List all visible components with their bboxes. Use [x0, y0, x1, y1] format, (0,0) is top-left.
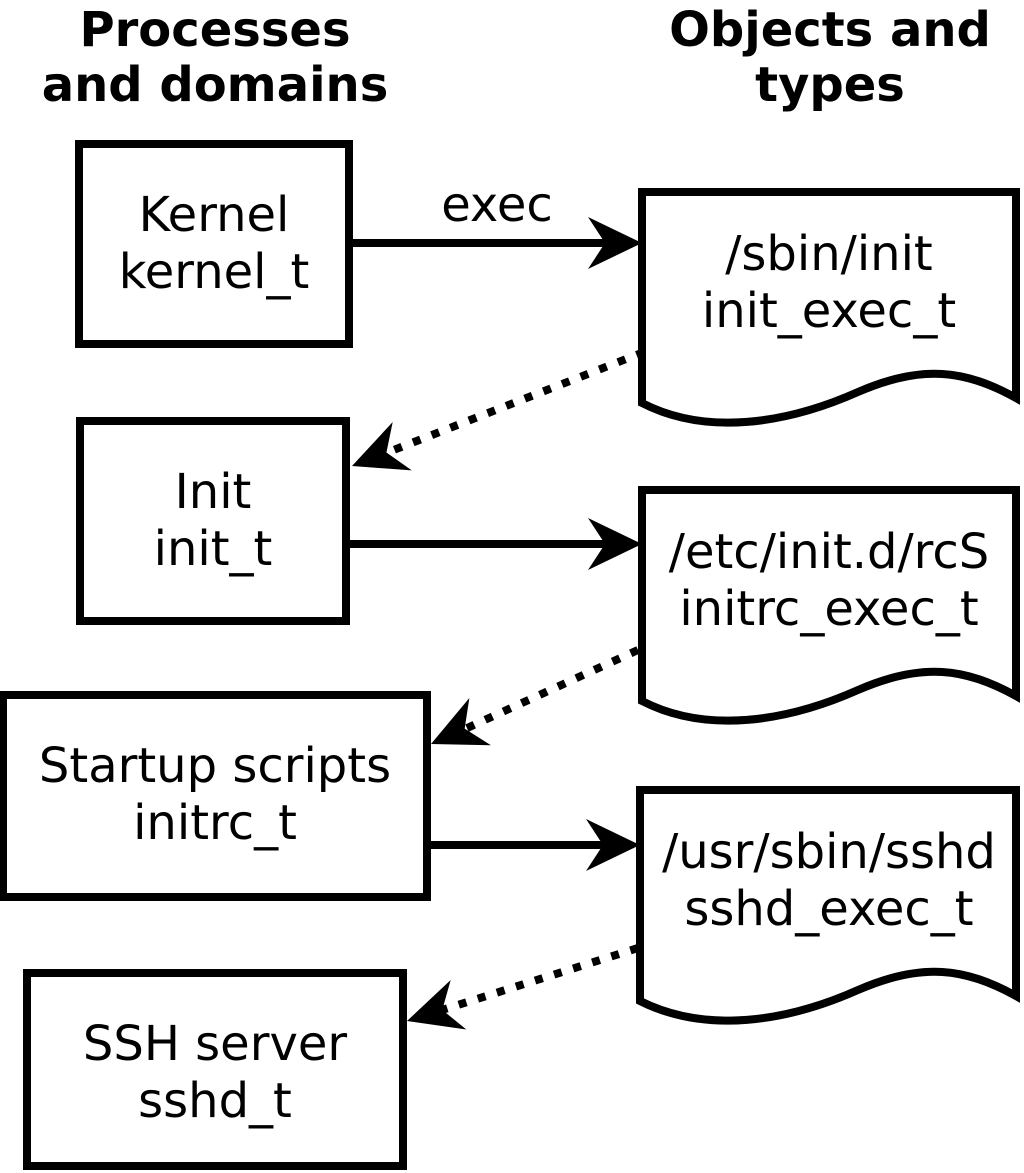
process-domain-label: sshd_t — [138, 1073, 292, 1129]
process-domain-label: init_t — [154, 521, 273, 577]
process-name-label: SSH server — [83, 1016, 348, 1072]
object-path-label: /sbin/init — [725, 226, 933, 282]
arrowhead-icon — [588, 518, 642, 570]
process-node-init: Init init_t — [76, 417, 350, 625]
exec-arrow-init-to-rcs — [346, 518, 642, 570]
process-box — [0, 691, 431, 901]
exec-arrow-kernel-to-sbin-init: exec — [348, 177, 642, 269]
process-name-label: Startup scripts — [39, 738, 391, 794]
transition-arrow-rcs-to-initrc — [431, 646, 640, 746]
process-name-label: Init — [175, 464, 252, 520]
object-node-usr-sbin-sshd: /usr/sbin/sshd sshd_exec_t — [636, 786, 1020, 1025]
process-name-label: Kernel — [139, 187, 290, 243]
arrowhead-icon — [586, 819, 640, 871]
column-header-objects: Objects and types — [669, 2, 991, 113]
document-shape — [638, 188, 1020, 427]
exec-arrow-label: exec — [441, 177, 553, 233]
document-shape — [638, 486, 1020, 725]
process-box — [23, 969, 407, 1170]
process-domain-label: initrc_t — [133, 795, 297, 851]
process-box — [75, 140, 353, 348]
object-type-label: init_exec_t — [702, 283, 956, 339]
process-node-kernel: Kernel kernel_t — [75, 140, 353, 348]
arrowhead-icon — [352, 422, 412, 471]
transition-arrow-sbin-init-to-init — [352, 348, 646, 471]
object-path-label: /usr/sbin/sshd — [662, 824, 996, 880]
process-box — [76, 417, 350, 625]
arrowhead-icon — [588, 217, 642, 269]
object-path-label: /etc/init.d/rcS — [669, 524, 989, 580]
header-right-line2: types — [755, 57, 905, 113]
object-type-label: initrc_exec_t — [679, 581, 978, 637]
object-node-sbin-init: /sbin/init init_exec_t — [638, 188, 1020, 427]
header-left-line1: Processes — [79, 2, 350, 58]
arrowhead-icon — [431, 697, 491, 746]
header-right-line1: Objects and — [669, 2, 991, 58]
header-left-line2: and domains — [42, 57, 389, 113]
object-node-etc-initd-rcs: /etc/init.d/rcS initrc_exec_t — [638, 486, 1020, 725]
process-node-ssh-server: SSH server sshd_t — [23, 969, 407, 1170]
object-type-label: sshd_exec_t — [684, 881, 973, 937]
process-node-startup-scripts: Startup scripts initrc_t — [0, 691, 431, 901]
document-shape — [636, 786, 1020, 1025]
column-header-processes: Processes and domains — [42, 2, 389, 113]
transition-arrow-sshd-exec-to-sshd — [407, 944, 640, 1030]
dotted-arrow-line — [440, 944, 640, 1014]
exec-arrow-initrc-to-sshd — [427, 819, 640, 871]
dotted-arrow-line — [384, 348, 646, 457]
arrowhead-icon — [407, 979, 467, 1030]
process-domain-label: kernel_t — [119, 244, 310, 300]
